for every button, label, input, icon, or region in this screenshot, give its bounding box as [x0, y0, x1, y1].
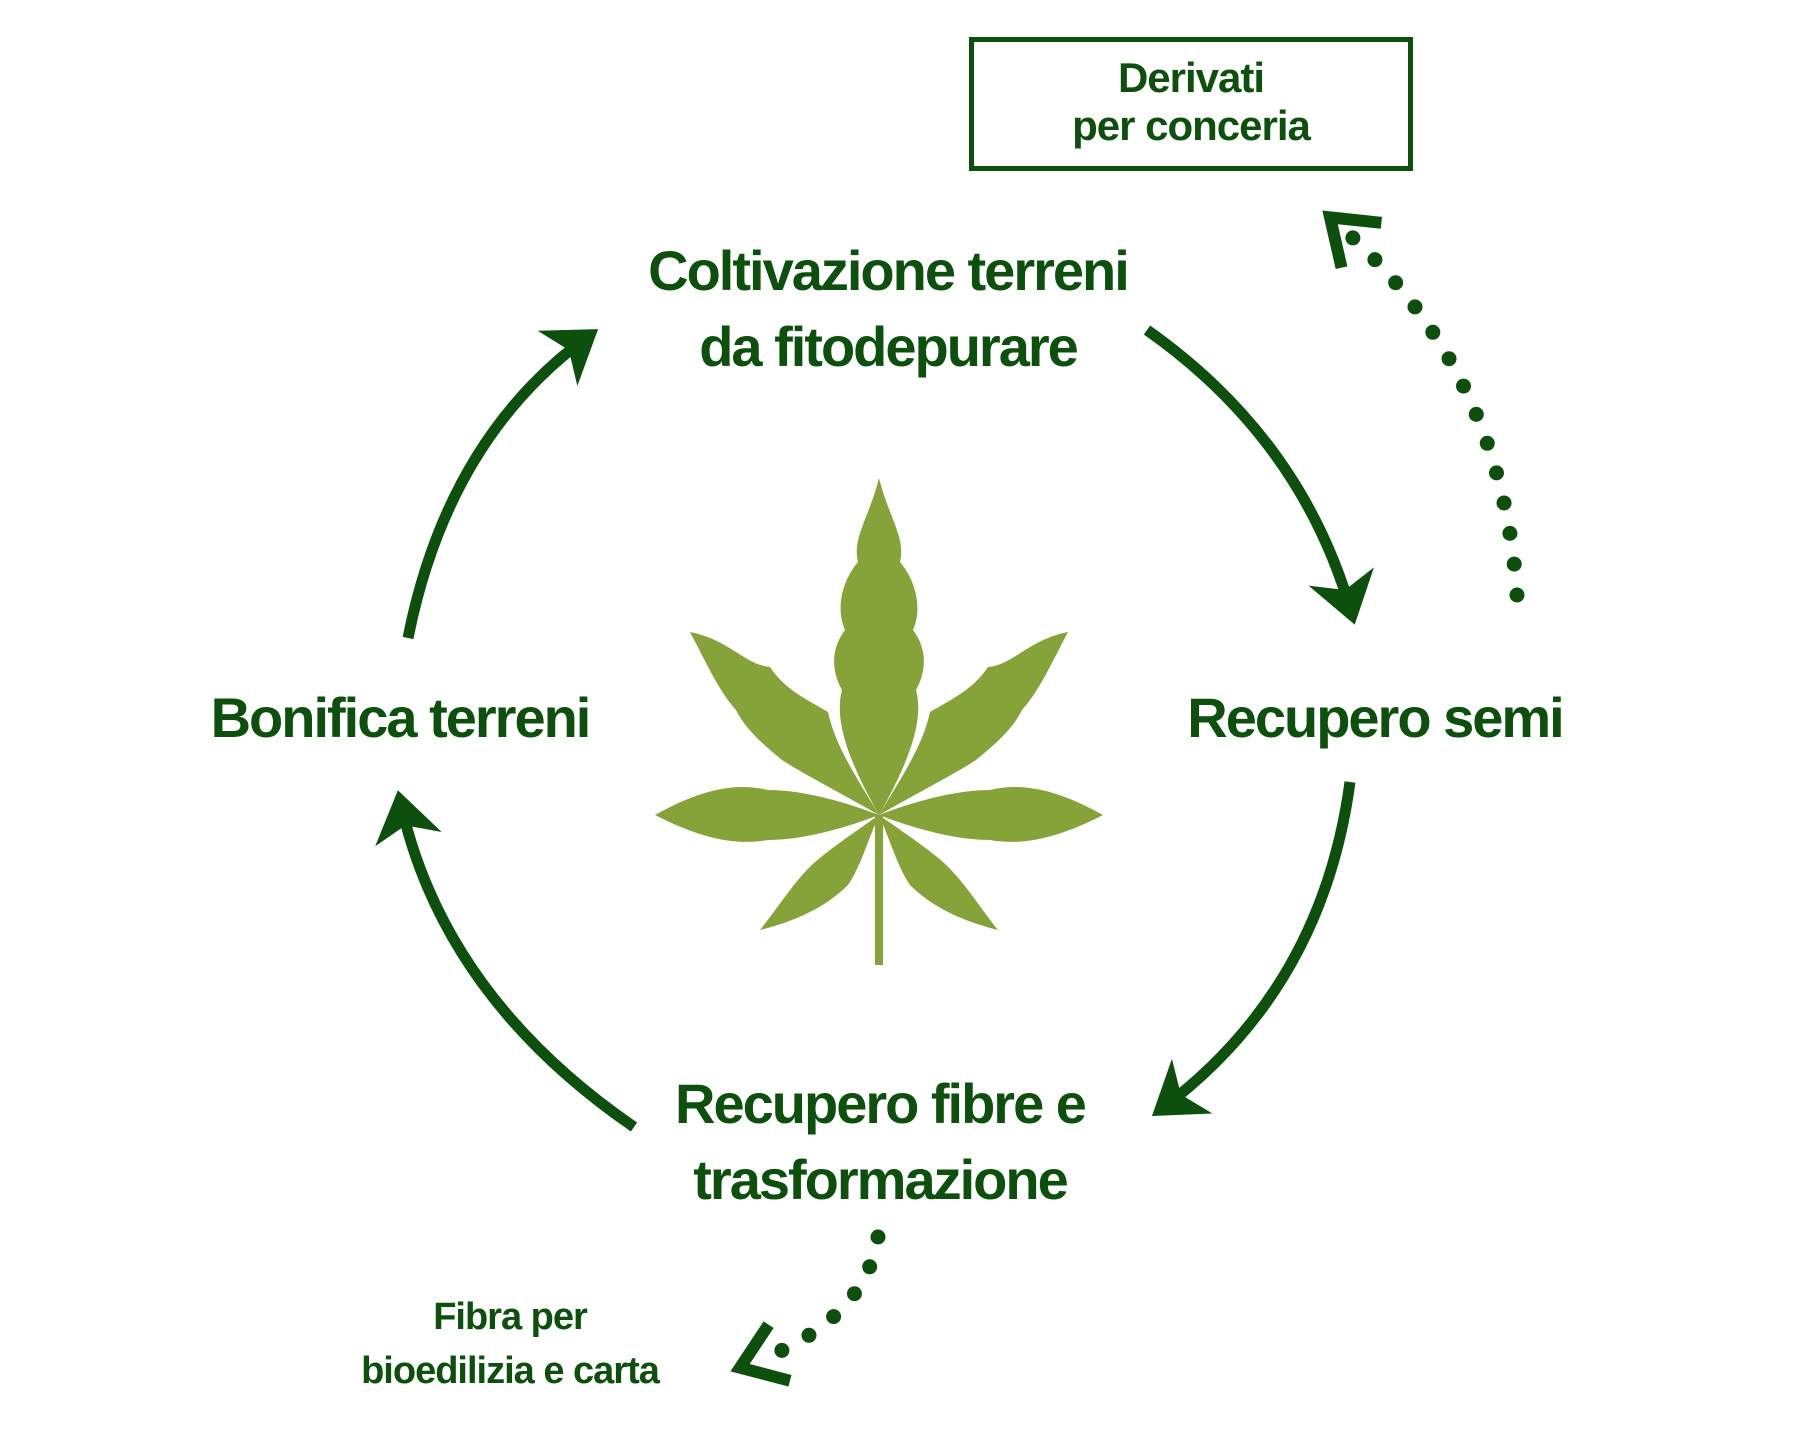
dotted-arrow-to-fibre-uses	[730, 1229, 886, 1387]
dotted-arrow-to-tannery	[1322, 210, 1525, 603]
node-seeds: Recupero semi	[1180, 680, 1570, 756]
node-reclamation: Bonifica terreni	[195, 680, 605, 756]
node-cultivation-line2: da fitodepurare	[699, 315, 1079, 378]
output-fibre-uses-line2: bioedilizia e carta	[361, 1350, 660, 1392]
leaf-blade-center	[834, 478, 924, 815]
output-tannery: Derivati per conceria	[969, 54, 1413, 150]
cannabis-leaf-icon	[655, 478, 1103, 965]
output-tannery-line1: Derivati	[1117, 54, 1265, 101]
arrow-seeds-to-fibres	[1151, 781, 1356, 1116]
leaf-blade-middle-left	[655, 787, 879, 842]
node-cultivation-line1: Coltivazione terreni	[648, 239, 1130, 302]
arrow-reclamation-to-cultivation	[402, 329, 599, 640]
leaf-blade-middle-right	[879, 787, 1103, 842]
node-fibres: Recupero fibre e trasformazione	[660, 1066, 1100, 1218]
leaf-stem	[875, 815, 883, 965]
leaf-blade-lower-right	[879, 815, 998, 930]
tannery-box	[969, 37, 1413, 171]
node-fibres-line2: trasformazione	[693, 1148, 1068, 1211]
node-fibres-line1: Recupero fibre e	[675, 1072, 1087, 1135]
arrow-cultivation-to-seeds	[1143, 325, 1374, 625]
output-fibre-uses: Fibra per bioedilizia e carta	[325, 1290, 695, 1398]
node-cultivation: Coltivazione terreni da fitodepurare	[618, 233, 1158, 385]
leaf-blade-upper-left	[690, 632, 879, 815]
output-tannery-line2: per conceria	[1072, 102, 1311, 149]
node-reclamation-line1: Bonifica terreni	[210, 686, 592, 749]
arrow-fibres-to-reclamation	[375, 790, 638, 1132]
leaf-blade-lower-left	[760, 815, 879, 930]
leaf-blade-upper-right	[879, 632, 1068, 815]
node-seeds-line1: Recupero semi	[1187, 686, 1565, 749]
output-fibre-uses-line1: Fibra per	[433, 1296, 588, 1338]
